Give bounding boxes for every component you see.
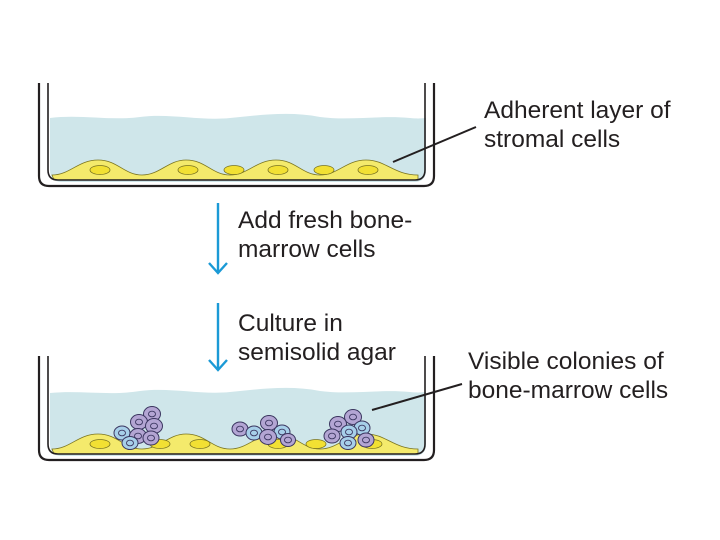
top-dish-outline [37, 83, 436, 188]
top-culture-dish [37, 83, 477, 188]
colony-2 [231, 415, 296, 447]
colony-3 [323, 409, 375, 450]
stromal-cells-label: Adherent layer of stromal cells [484, 97, 671, 153]
colonies-label: Visible colonies of bone-marrow cells [468, 348, 669, 404]
add-marrow-label: Add fresh bone- marrow cells [238, 207, 413, 263]
colony-1 [113, 406, 163, 450]
top-dish-inner-outline [47, 83, 426, 181]
top-stromal-nuclei [89, 165, 379, 175]
stromal-leader-line [392, 126, 477, 163]
step-arrows [208, 203, 228, 372]
bottom-culture-dish [37, 356, 463, 462]
top-medium [50, 113, 426, 182]
add-marrow-arrow [208, 203, 228, 275]
bottom-dish-inner-outline [47, 356, 426, 455]
culture-arrow [208, 303, 228, 372]
bottom-dish-outline [37, 356, 436, 462]
culture-label: Culture in semisolid agar [238, 310, 396, 366]
colonies-leader-line [371, 383, 463, 411]
